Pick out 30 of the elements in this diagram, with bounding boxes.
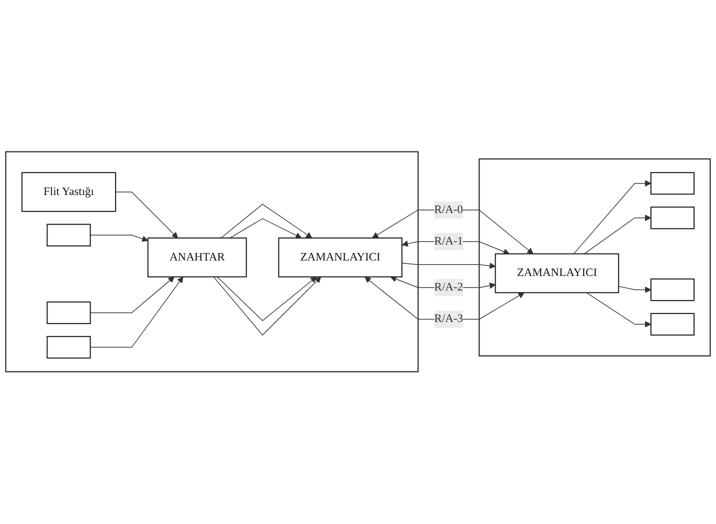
node-box: ZAMANLAYICI: [278, 238, 402, 278]
node-box: [650, 206, 695, 230]
arrow: [220, 204, 312, 239]
edge-label: R/A-1: [434, 235, 464, 248]
cluster: [478, 158, 711, 357]
node-box: [650, 278, 695, 302]
node-box: ZAMANLAYICI: [494, 254, 620, 294]
node-box: [46, 224, 91, 247]
arrow: [584, 214, 652, 254]
arrow: [216, 276, 317, 322]
arrow: [573, 180, 652, 254]
node-box: ANAHTAR: [147, 238, 247, 278]
node-box: [650, 313, 695, 336]
arrow: [90, 276, 184, 348]
edge-label: R/A-2: [434, 281, 464, 294]
arrow: [213, 276, 322, 336]
node-box: [46, 302, 91, 324]
arrow: [586, 292, 652, 328]
edge-label: R/A-0: [434, 204, 464, 216]
node-box: [650, 172, 695, 195]
arrow: [229, 218, 302, 239]
arrow: [618, 286, 652, 294]
cluster: [5, 151, 419, 373]
node-box: [46, 336, 91, 359]
node-box: Flit Yastığı: [21, 172, 116, 212]
arrow: [90, 276, 174, 314]
arrow: [402, 262, 496, 270]
edge-label: R/A-3: [434, 313, 464, 326]
arrow: [90, 235, 148, 242]
arrow: [115, 192, 178, 239]
